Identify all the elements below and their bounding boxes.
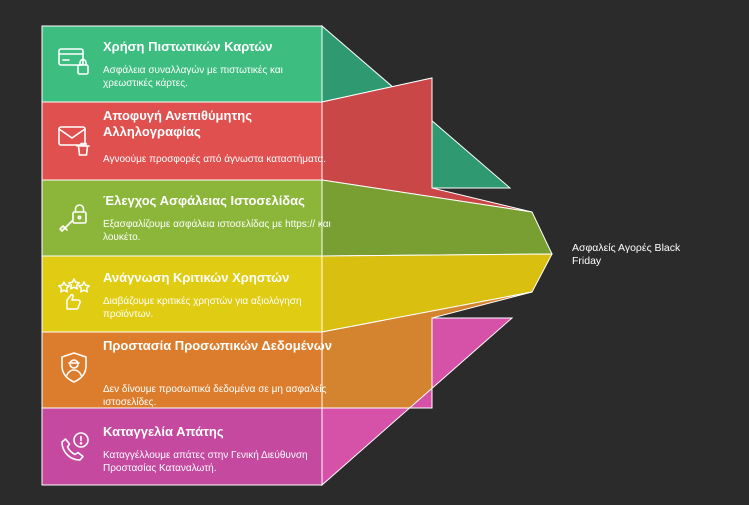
step-title: Αποφυγή Ανεπιθύμητης Αλληλογραφίας — [103, 108, 252, 139]
credit-card-lock-icon — [56, 43, 92, 79]
stars-review-icon — [56, 276, 92, 312]
step-title: Καταγγελία Απάτης — [103, 424, 224, 439]
step-title: Ανάγνωση Κριτικών Χρηστών — [103, 270, 290, 285]
step-description: Δεν δίνουμε προσωπικά δεδομένα σε μη ασφ… — [103, 384, 327, 408]
step-description: Εξασφαλίζουμε ασφάλεια ιστοσελίδας με ht… — [103, 219, 331, 243]
step-description: Διαβάζουμε κριτικές χρηστών για αξιολόγη… — [103, 296, 302, 320]
step-description: Καταγγέλλουμε απάτες στην Γενική Διεύθυν… — [103, 450, 308, 474]
step-description: Αγνοούμε προσφορές από άγνωστα καταστήμα… — [103, 154, 327, 165]
shield-person-icon — [56, 350, 92, 386]
key-lock-icon — [56, 199, 92, 235]
step-title: Χρήση Πιστωτικών Καρτών — [103, 39, 273, 54]
mail-trash-icon — [56, 122, 92, 158]
step-description: Ασφάλεια συναλλαγών με πιστωτικές και χρ… — [103, 65, 283, 89]
result-label: Ασφαλείς Αγορές Black Friday — [572, 242, 681, 267]
step-title: Έλεγχος Ασφάλειας Ιστοσελίδας — [103, 193, 305, 208]
phone-alert-icon — [56, 430, 92, 466]
band-report-fraud — [41, 407, 323, 486]
step-title: Προστασία Προσωπικών Δεδομένων — [103, 338, 333, 353]
